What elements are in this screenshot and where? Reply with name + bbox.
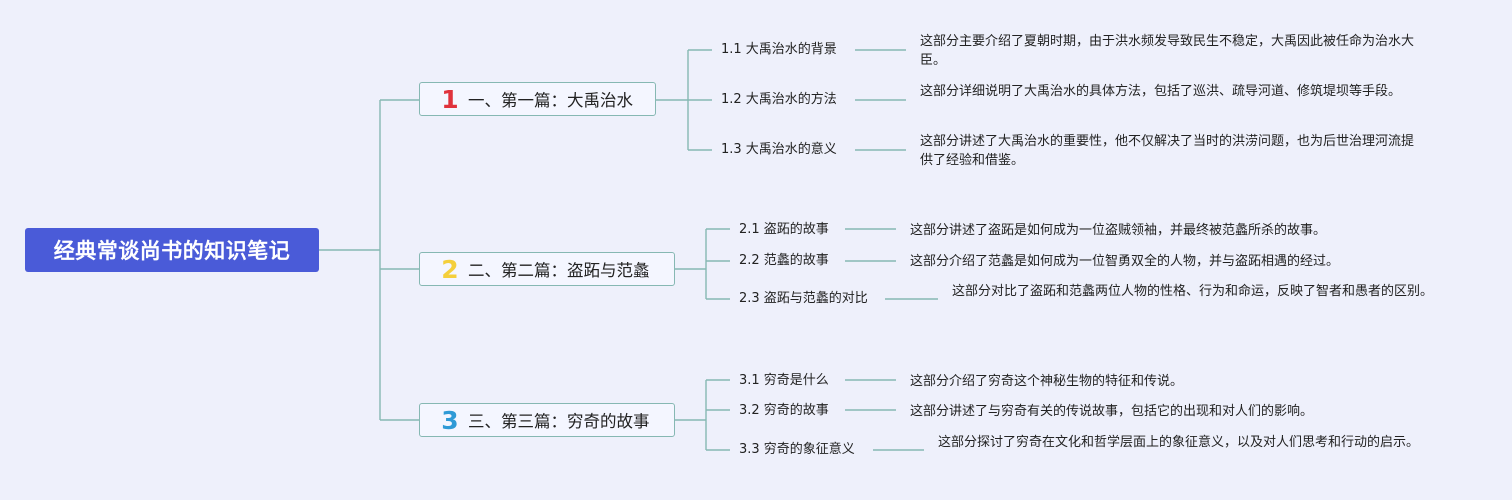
root-node[interactable]: 经典常谈尚书的知识笔记: [25, 228, 319, 272]
subtopic-1-1[interactable]: 1.1 大禹治水的背景: [721, 42, 837, 57]
description-2-3: 这部分对比了盗跖和范蠡两位人物的性格、行为和命运，反映了智者和愚者的区别。: [952, 284, 1434, 299]
subtopic-2-2[interactable]: 2.2 范蠡的故事: [739, 253, 829, 268]
chapter-node-3[interactable]: 3 三、第三篇：穷奇的故事: [419, 403, 675, 437]
number-1-icon: 1: [441, 84, 459, 114]
subtopic-3-1[interactable]: 3.1 穷奇是什么: [739, 373, 829, 388]
chapter-title: 一、第一篇：大禹治水: [468, 91, 633, 110]
description-2-1: 这部分讲述了盗跖是如何成为一位盗贼领袖，并最终被范蠡所杀的故事。: [910, 223, 1327, 238]
chapter-node-2[interactable]: 2 二、第二篇：盗跖与范蠡: [419, 252, 675, 286]
subtopic-3-2[interactable]: 3.2 穷奇的故事: [739, 403, 829, 418]
number-2-icon: 2: [441, 254, 459, 284]
description-1-2: 这部分详细说明了大禹治水的具体方法，包括了巡洪、疏导河道、修筑堤坝等手段。: [920, 84, 1402, 99]
subtopic-1-2[interactable]: 1.2 大禹治水的方法: [721, 92, 837, 107]
description-2-2: 这部分介绍了范蠡是如何成为一位智勇双全的人物，并与盗跖相遇的经过。: [910, 254, 1340, 269]
subtopic-1-3[interactable]: 1.3 大禹治水的意义: [721, 142, 837, 157]
subtopic-2-3[interactable]: 2.3 盗跖与范蠡的对比: [739, 291, 868, 306]
subtopic-3-3[interactable]: 3.3 穷奇的象征意义: [739, 442, 855, 457]
description-1-1: 这部分主要介绍了夏朝时期，由于洪水频发导致民生不稳定，大禹因此被任命为治水大臣。: [920, 34, 1415, 68]
description-3-2: 这部分讲述了与穷奇有关的传说故事，包括它的出现和对人们的影响。: [910, 404, 1314, 419]
subtopic-2-1[interactable]: 2.1 盗跖的故事: [739, 222, 829, 237]
chapter-node-1[interactable]: 1 一、第一篇：大禹治水: [419, 82, 656, 116]
root-title: 经典常谈尚书的知识笔记: [53, 239, 291, 263]
number-3-icon: 3: [441, 405, 459, 435]
description-1-3: 这部分讲述了大禹治水的重要性，他不仅解决了当时的洪涝问题，也为后世治理河流提供了…: [920, 134, 1415, 168]
chapter-title: 三、第三篇：穷奇的故事: [468, 412, 650, 431]
chapter-title: 二、第二篇：盗跖与范蠡: [468, 261, 650, 280]
description-3-3: 这部分探讨了穷奇在文化和哲学层面上的象征意义，以及对人们思考和行动的启示。: [938, 435, 1420, 450]
description-3-1: 这部分介绍了穷奇这个神秘生物的特征和传说。: [910, 374, 1184, 389]
